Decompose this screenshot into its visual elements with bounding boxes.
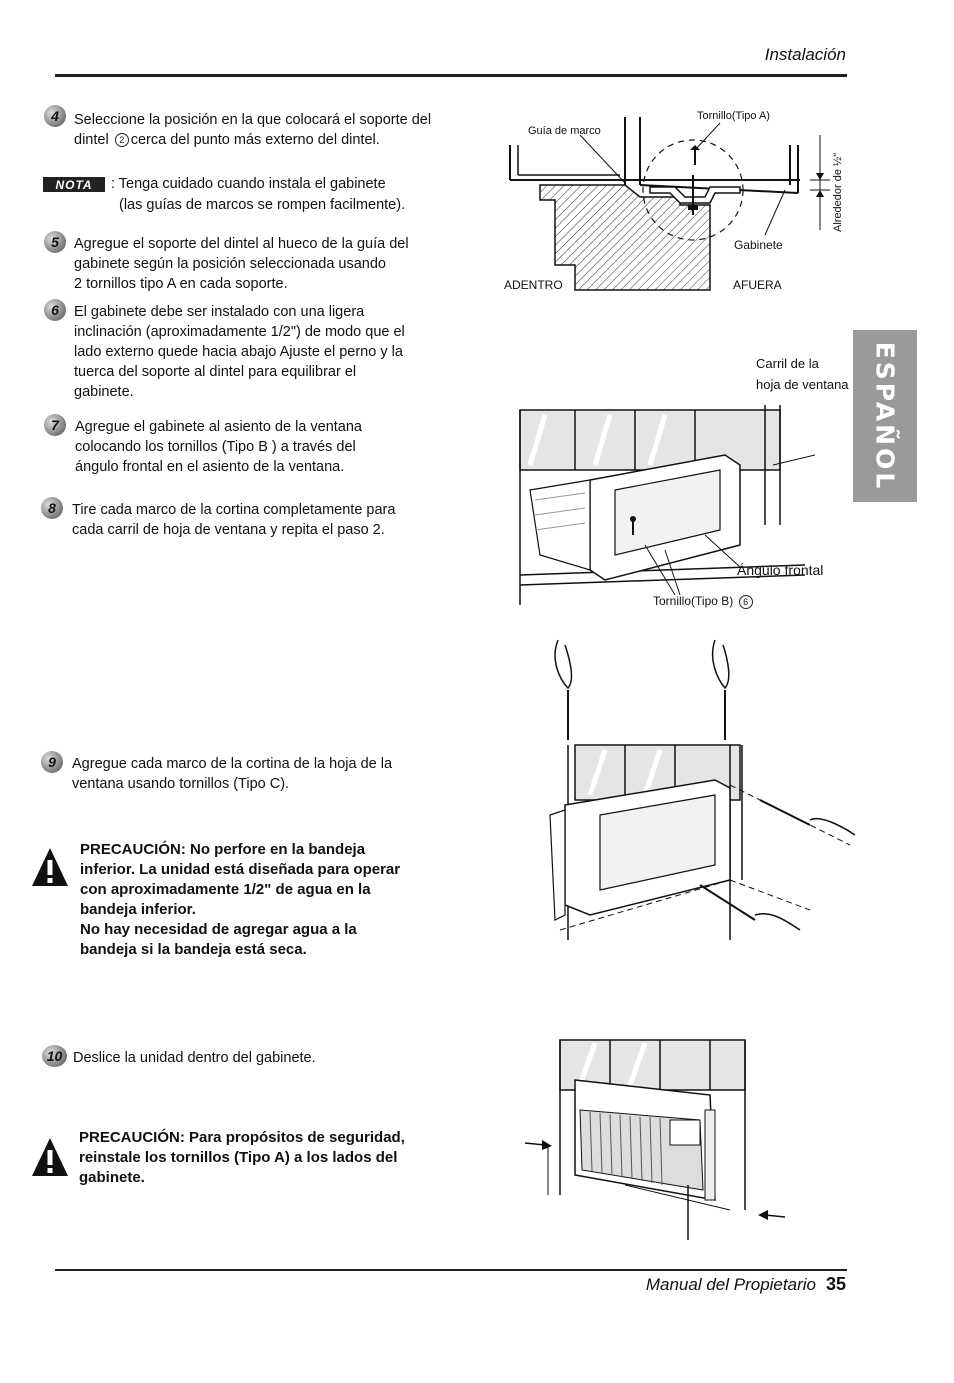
warning-icon (32, 848, 68, 886)
step-7-line-3: ángulo frontal en el asiento de la venta… (75, 459, 345, 475)
nota-line-1: : Tenga cuidado cuando instala el gabine… (111, 176, 386, 192)
label-angulo-frontal: Ángulo frontal (737, 562, 824, 578)
step-6-line-3: lado externo quede hacia abajo Ajuste el… (74, 344, 403, 360)
nota-badge: NOTA (43, 177, 105, 192)
label-afuera: AFUERA (733, 278, 782, 292)
step-8-number: 8 (41, 497, 63, 519)
step-4-line-2-pre: dintel (74, 132, 113, 148)
step-6-line-2: inclinación (aproximadamente 1/2") de mo… (74, 324, 405, 340)
step-10-number: 10 (42, 1045, 67, 1067)
caution-1-line-2: inferior. La unidad está diseñada para o… (80, 861, 401, 878)
footer: Manual del Propietario 35 (646, 1274, 846, 1295)
step-9-text: Agregue cada marco de la cortina de la h… (72, 754, 392, 794)
warning-icon (32, 1138, 68, 1176)
language-tab: ESPAÑOL (853, 330, 917, 502)
label-carril-2: hoja de ventana (756, 377, 849, 392)
step-7-number: 7 (44, 414, 66, 436)
language-tab-label: ESPAÑOL (870, 341, 900, 491)
label-adentro: ADENTRO (504, 278, 563, 292)
step-6-line-4: tuerca del soporte al dintel para equili… (74, 364, 357, 380)
curtain-frame-screw-diagram (549, 639, 856, 940)
footer-title: Manual del Propietario (645, 1275, 816, 1294)
step-4-number: 4 (44, 105, 66, 127)
step-6-number: 6 (44, 299, 66, 321)
caution-1-line-3: con aproximadamente 1/2" de agua en la (80, 881, 371, 898)
step-10-text: Deslice la unidad dentro del gabinete. (73, 1048, 316, 1068)
caution-2-line-1: PRECAUCIÓN: Para propósitos de seguridad… (79, 1129, 405, 1146)
step-7-line-2: colocando los tornillos (Tipo B ) a trav… (75, 439, 356, 455)
step-6-line-1: El gabinete debe ser instalado con una l… (74, 304, 365, 320)
label-tornillo-tipo-a: Tornillo(Tipo A) (697, 110, 770, 122)
step-7-line-1: Agregue el gabinete al asiento de la ven… (75, 419, 362, 435)
step-7-text: Agregue el gabinete al asiento de la ven… (75, 417, 362, 477)
footer-rule (55, 1269, 847, 1271)
step-4-line-1: Seleccione la posición en la que colocar… (74, 112, 432, 128)
section-title: Instalación (764, 45, 846, 64)
step-9-number: 9 (41, 751, 63, 773)
nota-line-2: (las guías de marcos se rompen facilment… (119, 197, 406, 213)
lintel-bracket-diagram (509, 117, 830, 291)
step-5-text: Agregue el soporte del dintel al hueco d… (74, 234, 409, 294)
unit-insertion-diagram (524, 1039, 786, 1240)
page-number: 35 (825, 1274, 846, 1294)
label-gabinete: Gabinete (734, 238, 783, 252)
step-4-text: Seleccione la posición en la que colocar… (74, 110, 454, 150)
step-6-text: El gabinete debe ser instalado con una l… (74, 302, 405, 402)
caution-1-line-6: bandeja si la bandeja está seca. (80, 941, 307, 958)
caution-2: PRECAUCIÓN: Para propósitos de seguridad… (79, 1128, 405, 1188)
caution-1: PRECAUCIÓN: No perfore en la bandeja inf… (80, 840, 400, 960)
circle-number-2: 2 (114, 133, 129, 148)
cabinet-window-diagram (519, 405, 815, 605)
step-9-line-1: Agregue cada marco de la cortina de la h… (72, 756, 393, 772)
caution-2-line-2: reinstale los tornillos (Tipo A) a los l… (79, 1149, 398, 1166)
circle-number-6: 6 (738, 594, 753, 609)
step-6-line-5: gabinete. (74, 384, 134, 400)
caution-1-line-4: bandeja inferior. (80, 901, 196, 918)
step-5-line-3: 2 tornillos tipo A en cada soporte. (74, 276, 288, 292)
caution-1-line-5: No hay necesidad de agregar agua a la (80, 921, 357, 938)
label-alrededor: Alrededor de ½" (832, 152, 844, 232)
label-tornillo-tipo-b: Tornillo(Tipo B) 6 (653, 594, 755, 609)
step-5-number: 5 (44, 231, 66, 253)
caution-2-line-3: gabinete. (79, 1169, 145, 1186)
step-8-text: Tire cada marco de la cortina completame… (72, 500, 395, 540)
step-5-line-1: Agregue el soporte del dintel al hueco d… (74, 236, 409, 252)
step-10-line-1: Deslice la unidad dentro del gabinete. (73, 1050, 316, 1066)
step-4-line-2-post: cerca del punto más externo del dintel. (130, 132, 380, 148)
step-5-line-2: gabinete según la posición seleccionada … (74, 256, 386, 272)
step-8-line-2: cada carril de hoja de ventana y repita … (72, 522, 385, 538)
step-8-line-1: Tire cada marco de la cortina completame… (72, 502, 396, 518)
header-rule (55, 74, 847, 77)
label-guia-de-marco: Guía de marco (528, 125, 601, 137)
step-9-line-2: ventana usando tornillos (Tipo C). (72, 776, 290, 792)
label-carril-1: Carril de la (756, 356, 819, 371)
label-tornillo-tipo-b-text: Tornillo(Tipo B) (653, 594, 734, 608)
caution-1-line-1: PRECAUCIÓN: No perfore en la bandeja (80, 841, 366, 858)
